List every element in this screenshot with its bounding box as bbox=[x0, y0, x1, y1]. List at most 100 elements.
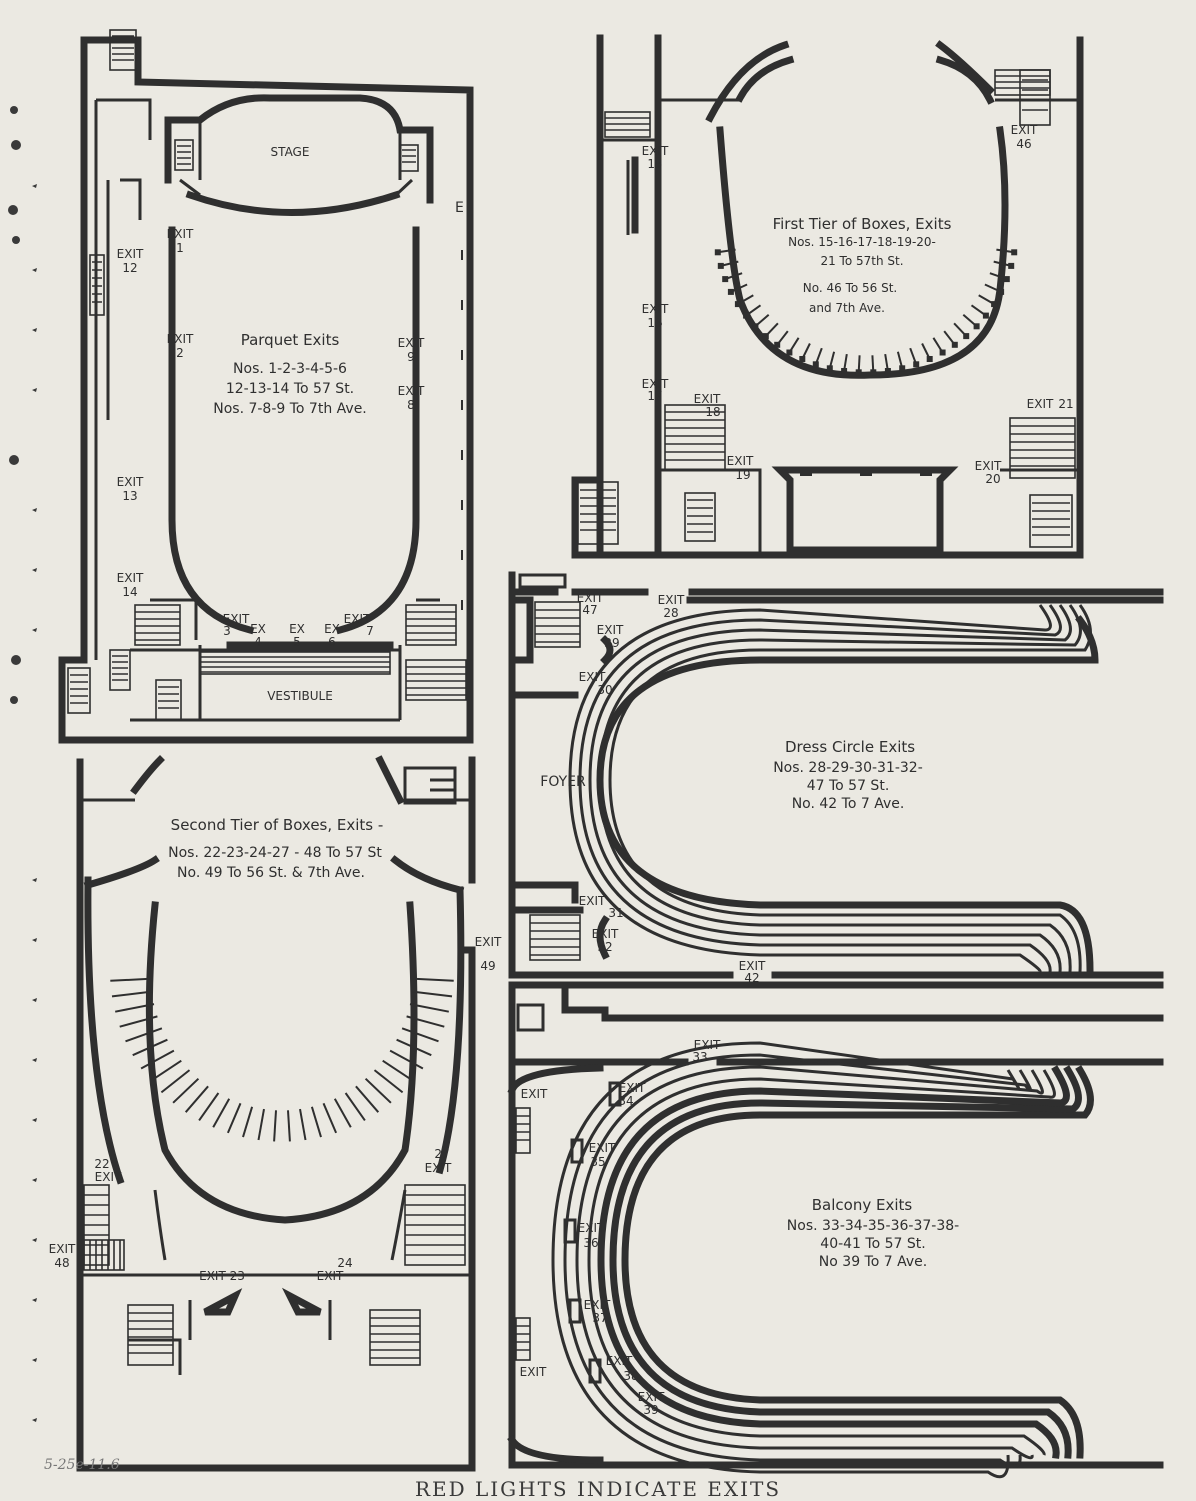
seating-row bbox=[609, 1065, 1082, 1459]
letter-e: E bbox=[455, 200, 464, 216]
exit-22-num: 22 bbox=[94, 1157, 109, 1171]
exit-17-num: 17 bbox=[647, 389, 662, 403]
box-divider bbox=[184, 1085, 209, 1113]
seating-row bbox=[575, 1065, 1044, 1460]
box-divider bbox=[257, 1108, 265, 1141]
exit-6-num: 6 bbox=[328, 635, 336, 649]
exit-24-word: EXIT bbox=[317, 1269, 344, 1283]
exit-20-word: EXIT bbox=[975, 459, 1002, 473]
dress-circle-line-3: No. 42 To 7 Ave. bbox=[792, 796, 905, 812]
footer-caption: RED LIGHTS INDICATE EXITS bbox=[414, 1477, 782, 1501]
box-door bbox=[799, 356, 806, 362]
box-door bbox=[722, 276, 729, 283]
balcony-labels: Balcony Exits Nos. 33-34-35-36-37-38- 40… bbox=[520, 1038, 960, 1417]
balcony-door bbox=[570, 1138, 584, 1164]
seating-row bbox=[597, 1065, 1070, 1459]
exit-27-word: EXIT bbox=[425, 1161, 452, 1175]
box-door bbox=[998, 288, 1005, 295]
exit-14-word: EXIT bbox=[117, 571, 144, 585]
second-tier-plan bbox=[76, 755, 476, 1472]
exit-12-word: EXIT bbox=[117, 247, 144, 261]
box-divider bbox=[132, 1038, 168, 1057]
balcony-line-3: No 39 To 7 Ave. bbox=[819, 1254, 927, 1270]
seating-row bbox=[578, 604, 1062, 973]
exit-16-word: EXIT bbox=[642, 302, 669, 316]
box-divider bbox=[198, 1092, 220, 1121]
box-door bbox=[991, 301, 998, 308]
box-divider bbox=[226, 1102, 242, 1134]
exit-18-num: 18 bbox=[705, 405, 720, 419]
box-divider bbox=[287, 1110, 291, 1142]
exit-8-num: 8 bbox=[407, 398, 415, 412]
exit-49-word: EXIT bbox=[475, 935, 502, 949]
box-door bbox=[973, 323, 980, 330]
box-door bbox=[762, 333, 769, 340]
exit-14-num: 14 bbox=[122, 585, 137, 599]
box-divider bbox=[140, 1049, 175, 1070]
balcony-plan bbox=[507, 981, 1164, 1469]
exit-36-word: EXIT bbox=[578, 1221, 605, 1235]
second-tier-boxes bbox=[110, 977, 454, 1142]
seating-row bbox=[563, 1053, 1032, 1468]
exit-32-num: 32 bbox=[597, 940, 612, 954]
first-tier-boxes bbox=[714, 248, 1018, 376]
exit-28-word: EXIT bbox=[658, 593, 685, 607]
box-door bbox=[727, 288, 734, 295]
seating-row bbox=[588, 604, 1072, 973]
balcony-door bbox=[588, 1358, 602, 1384]
exit-24-num: 24 bbox=[337, 1256, 352, 1270]
exit-21-num: 21 bbox=[1058, 397, 1073, 411]
box-door bbox=[884, 368, 891, 374]
exit-37-word: EXIT bbox=[584, 1298, 611, 1312]
catalog-note: 5-25e-11.6 bbox=[44, 1457, 120, 1473]
balcony-door bbox=[568, 1298, 582, 1324]
exit-9-num: 9 bbox=[407, 350, 415, 364]
exit-35-word: EXIT bbox=[589, 1141, 616, 1155]
box-divider bbox=[364, 1077, 392, 1104]
seating-row bbox=[608, 604, 1092, 973]
exit-33-word: EXIT bbox=[694, 1038, 721, 1052]
balcony-title: Balcony Exits bbox=[812, 1196, 913, 1214]
box-divider bbox=[413, 977, 454, 982]
box-divider bbox=[355, 1085, 380, 1113]
box-door bbox=[774, 341, 781, 348]
exit-39-word: EXIT bbox=[638, 1390, 665, 1404]
exit-4-word: EX bbox=[250, 622, 266, 636]
box-divider bbox=[273, 1110, 277, 1142]
exit-13-word: EXIT bbox=[117, 475, 144, 489]
exit-32-word: EXIT bbox=[592, 927, 619, 941]
exit-5-word: EX bbox=[289, 622, 305, 636]
first-tier-line-2: 21 To 57th St. bbox=[820, 254, 903, 268]
parquet-plan bbox=[58, 29, 474, 744]
box-door bbox=[812, 361, 819, 368]
exit-30-num: 30 bbox=[597, 683, 612, 697]
exit-42-word: EXIT bbox=[739, 959, 766, 973]
box-door bbox=[1011, 249, 1018, 256]
exit-46-word: EXIT bbox=[1011, 123, 1038, 137]
first-tier-line-3: No. 46 To 56 St. bbox=[803, 281, 898, 295]
box-divider bbox=[344, 1092, 366, 1121]
exit-21-word: EXIT bbox=[1027, 397, 1054, 411]
exit-15-num: 15 bbox=[647, 157, 662, 171]
balcony-door bbox=[608, 1081, 622, 1107]
exit-7-num: 7 bbox=[366, 624, 374, 638]
box-divider bbox=[389, 1049, 424, 1070]
vestibule-label: VESTIBULE bbox=[267, 689, 333, 703]
box-divider bbox=[150, 1059, 182, 1082]
first-tier-plan bbox=[571, 34, 1084, 559]
exit-13-num: 13 bbox=[122, 489, 137, 503]
exit-40-word: EXIT bbox=[521, 1087, 548, 1101]
box-divider bbox=[125, 1027, 163, 1043]
box-divider bbox=[333, 1098, 352, 1128]
exit-1-word: EXIT bbox=[167, 227, 194, 241]
exit-19-word: EXIT bbox=[727, 454, 754, 468]
seating-row bbox=[551, 1041, 1020, 1479]
seating-row bbox=[621, 1065, 1094, 1459]
exit-4-num: 4 bbox=[254, 635, 262, 649]
exit-8-word: EXIT bbox=[398, 384, 425, 398]
box-door bbox=[870, 369, 877, 376]
parquet-title: Parquet Exits bbox=[241, 331, 340, 349]
box-divider bbox=[382, 1059, 414, 1082]
exit-30-word: EXIT bbox=[579, 670, 606, 684]
